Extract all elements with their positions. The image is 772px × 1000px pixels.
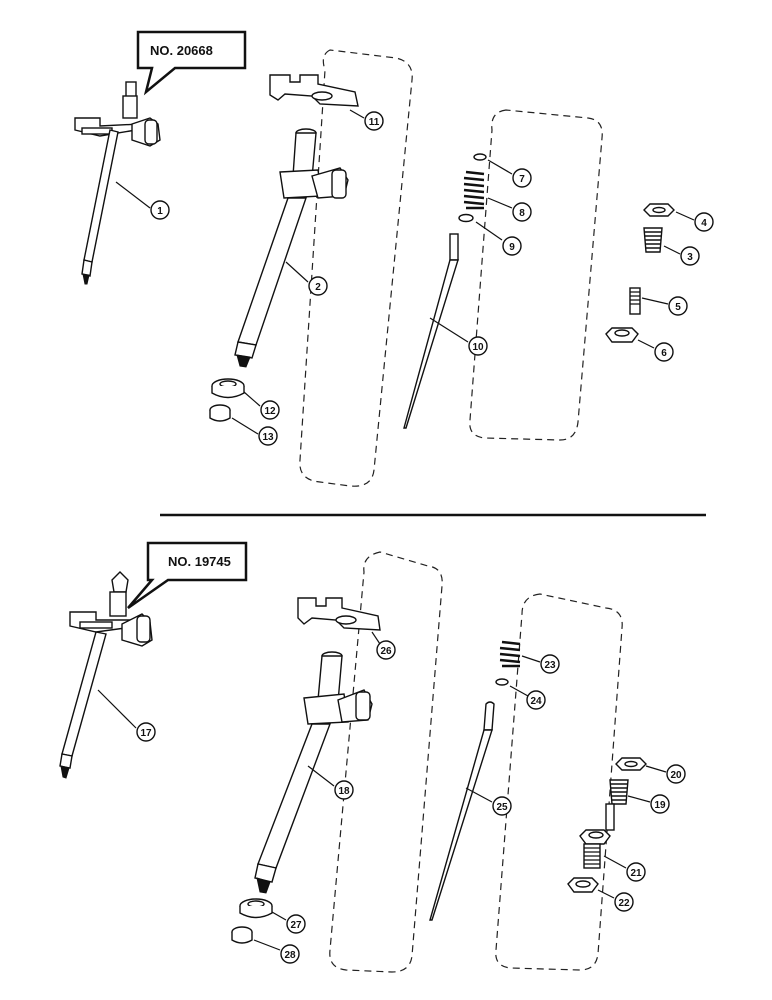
clamp-26 [297, 597, 381, 631]
label-11: 11 [364, 111, 384, 131]
seal-13 [209, 404, 231, 422]
label-3: 3 [680, 246, 700, 266]
label-23: 23 [540, 654, 560, 674]
svg-text:11: 11 [369, 117, 380, 128]
label-7: 7 [512, 168, 532, 188]
label-28: 28 [280, 944, 300, 964]
label-26: 26 [376, 640, 396, 660]
washer-27 [239, 898, 273, 919]
label-18: 18 [334, 780, 354, 800]
svg-text:19: 19 [654, 800, 666, 811]
svg-text:5: 5 [675, 302, 681, 313]
label-24: 24 [526, 690, 546, 710]
svg-text:6: 6 [661, 348, 667, 359]
seal-28 [231, 926, 253, 944]
callout-top: NO. 20668 [136, 30, 247, 96]
label-5: 5 [668, 296, 688, 316]
nut-20 [615, 757, 647, 771]
svg-text:2: 2 [315, 282, 321, 293]
svg-text:4: 4 [701, 218, 707, 229]
spindle-25 [429, 701, 495, 921]
svg-text:27: 27 [290, 920, 302, 931]
washer-7 [473, 153, 487, 161]
svg-text:25: 25 [496, 802, 508, 813]
stud-5 [629, 287, 641, 315]
svg-text:8: 8 [519, 208, 525, 219]
spring-23 [499, 640, 521, 668]
label-9: 9 [502, 236, 522, 256]
washer-9 [458, 213, 474, 223]
injector-body-18 [254, 651, 373, 894]
washer-12 [211, 378, 245, 399]
label-8: 8 [512, 202, 532, 222]
svg-text:20: 20 [670, 770, 682, 781]
label-13: 13 [258, 426, 278, 446]
label-21: 21 [626, 862, 646, 882]
spindle-10 [403, 233, 459, 429]
label-2: 2 [308, 276, 328, 296]
label-6: 6 [654, 342, 674, 362]
svg-text:22: 22 [618, 898, 630, 909]
injector-assembly-17 [59, 571, 153, 779]
top-assembly: NO. 20668 1 11 [74, 30, 714, 487]
nut-4 [643, 203, 675, 217]
label-1: 1 [150, 200, 170, 220]
adjusting-screw-3 [643, 227, 663, 253]
label-19: 19 [650, 794, 670, 814]
svg-text:1: 1 [157, 206, 163, 217]
callout-bottom: NO. 19745 [127, 541, 248, 610]
label-25: 25 [492, 796, 512, 816]
nut-6 [605, 327, 639, 343]
label-10: 10 [468, 336, 488, 356]
injector-body-2 [234, 128, 349, 368]
svg-text:17: 17 [140, 728, 152, 739]
svg-text:21: 21 [630, 868, 642, 879]
bolt-21 [579, 829, 611, 869]
clamp-11 [269, 74, 359, 107]
svg-text:18: 18 [338, 786, 350, 797]
label-27: 27 [286, 914, 306, 934]
washer-24 [495, 678, 509, 686]
label-12: 12 [260, 400, 280, 420]
callout-bottom-label: NO. 19745 [168, 554, 231, 569]
svg-text:7: 7 [519, 174, 525, 185]
callout-top-label: NO. 20668 [150, 43, 213, 58]
svg-text:26: 26 [380, 646, 392, 657]
svg-text:10: 10 [472, 342, 484, 353]
svg-text:3: 3 [687, 252, 693, 263]
injector-assembly-1 [74, 81, 161, 285]
svg-text:13: 13 [262, 432, 274, 443]
label-4: 4 [694, 212, 714, 232]
nut-22 [567, 877, 599, 893]
label-20: 20 [666, 764, 686, 784]
svg-text:23: 23 [544, 660, 556, 671]
label-17: 17 [136, 722, 156, 742]
adjusting-screw-19 [605, 779, 629, 831]
svg-text:12: 12 [264, 406, 276, 417]
svg-text:9: 9 [509, 242, 515, 253]
svg-text:28: 28 [284, 950, 296, 961]
bottom-assembly: NO. 19745 17 26 [59, 541, 686, 973]
spring-8 [463, 170, 485, 210]
svg-text:24: 24 [530, 696, 542, 707]
label-22: 22 [614, 892, 634, 912]
